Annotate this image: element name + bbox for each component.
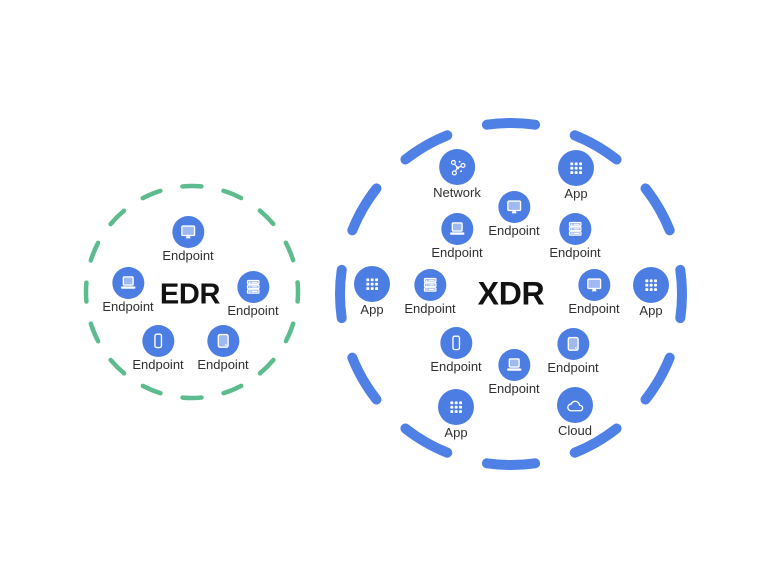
node-label: Endpoint: [162, 248, 214, 263]
node-label: Endpoint: [488, 223, 540, 238]
laptop-icon: [440, 213, 473, 245]
server-icon: [236, 271, 269, 303]
edr-ring: [83, 183, 301, 401]
edr-node-endpoint: Endpoint: [227, 271, 279, 318]
xdr-node-endpoint: Endpoint: [431, 213, 483, 260]
node-label: Endpoint: [431, 245, 483, 260]
xdr-node-cloud: Cloud: [557, 387, 593, 438]
node-label: App: [360, 302, 384, 317]
app-grid-icon: [354, 266, 390, 302]
edr-node-endpoint: Endpoint: [102, 267, 154, 314]
edr-node-endpoint: Endpoint: [197, 325, 249, 372]
node-label: Endpoint: [568, 301, 620, 316]
xdr-node-app: App: [558, 150, 594, 201]
app-grid-icon: [633, 267, 669, 303]
tablet-icon: [556, 328, 589, 360]
xdr-node-endpoint: Endpoint: [488, 191, 540, 238]
server-icon: [558, 213, 591, 245]
phone-icon: [439, 327, 472, 359]
xdr-ring: [335, 118, 687, 470]
laptop-icon: [111, 267, 144, 299]
xdr-node-endpoint: Endpoint: [488, 349, 540, 396]
node-label: Endpoint: [132, 357, 184, 372]
xdr-node-endpoint: Endpoint: [430, 327, 482, 374]
node-label: Endpoint: [404, 301, 456, 316]
node-label: App: [639, 303, 663, 318]
monitor-icon: [577, 269, 610, 301]
xdr-node-endpoint: Endpoint: [549, 213, 601, 260]
network-icon: [439, 149, 475, 185]
node-label: Endpoint: [102, 299, 154, 314]
cloud-icon: [557, 387, 593, 423]
node-label: Cloud: [558, 423, 592, 438]
node-label: Endpoint: [197, 357, 249, 372]
xdr-node-endpoint: Endpoint: [404, 269, 456, 316]
node-label: Endpoint: [227, 303, 279, 318]
app-grid-icon: [438, 389, 474, 425]
phone-icon: [141, 325, 174, 357]
xdr-node-endpoint: Endpoint: [568, 269, 620, 316]
edr-node-endpoint: Endpoint: [132, 325, 184, 372]
monitor-icon: [171, 216, 204, 248]
xdr-node-endpoint: Endpoint: [547, 328, 599, 375]
node-label: Endpoint: [547, 360, 599, 375]
xdr-node-app: App: [354, 266, 390, 317]
xdr-node-network: Network: [433, 149, 481, 200]
server-icon: [413, 269, 446, 301]
node-label: App: [564, 186, 588, 201]
tablet-icon: [206, 325, 239, 357]
app-grid-icon: [558, 150, 594, 186]
edr-node-endpoint: Endpoint: [162, 216, 214, 263]
laptop-icon: [497, 349, 530, 381]
node-label: Endpoint: [549, 245, 601, 260]
xdr-node-app: App: [438, 389, 474, 440]
xdr-title: XDR: [477, 275, 545, 312]
node-label: Endpoint: [430, 359, 482, 374]
xdr-node-app: App: [633, 267, 669, 318]
node-label: Endpoint: [488, 381, 540, 396]
edr-title: EDR: [159, 278, 221, 311]
node-label: Network: [433, 185, 481, 200]
node-label: App: [444, 425, 468, 440]
monitor-icon: [497, 191, 530, 223]
